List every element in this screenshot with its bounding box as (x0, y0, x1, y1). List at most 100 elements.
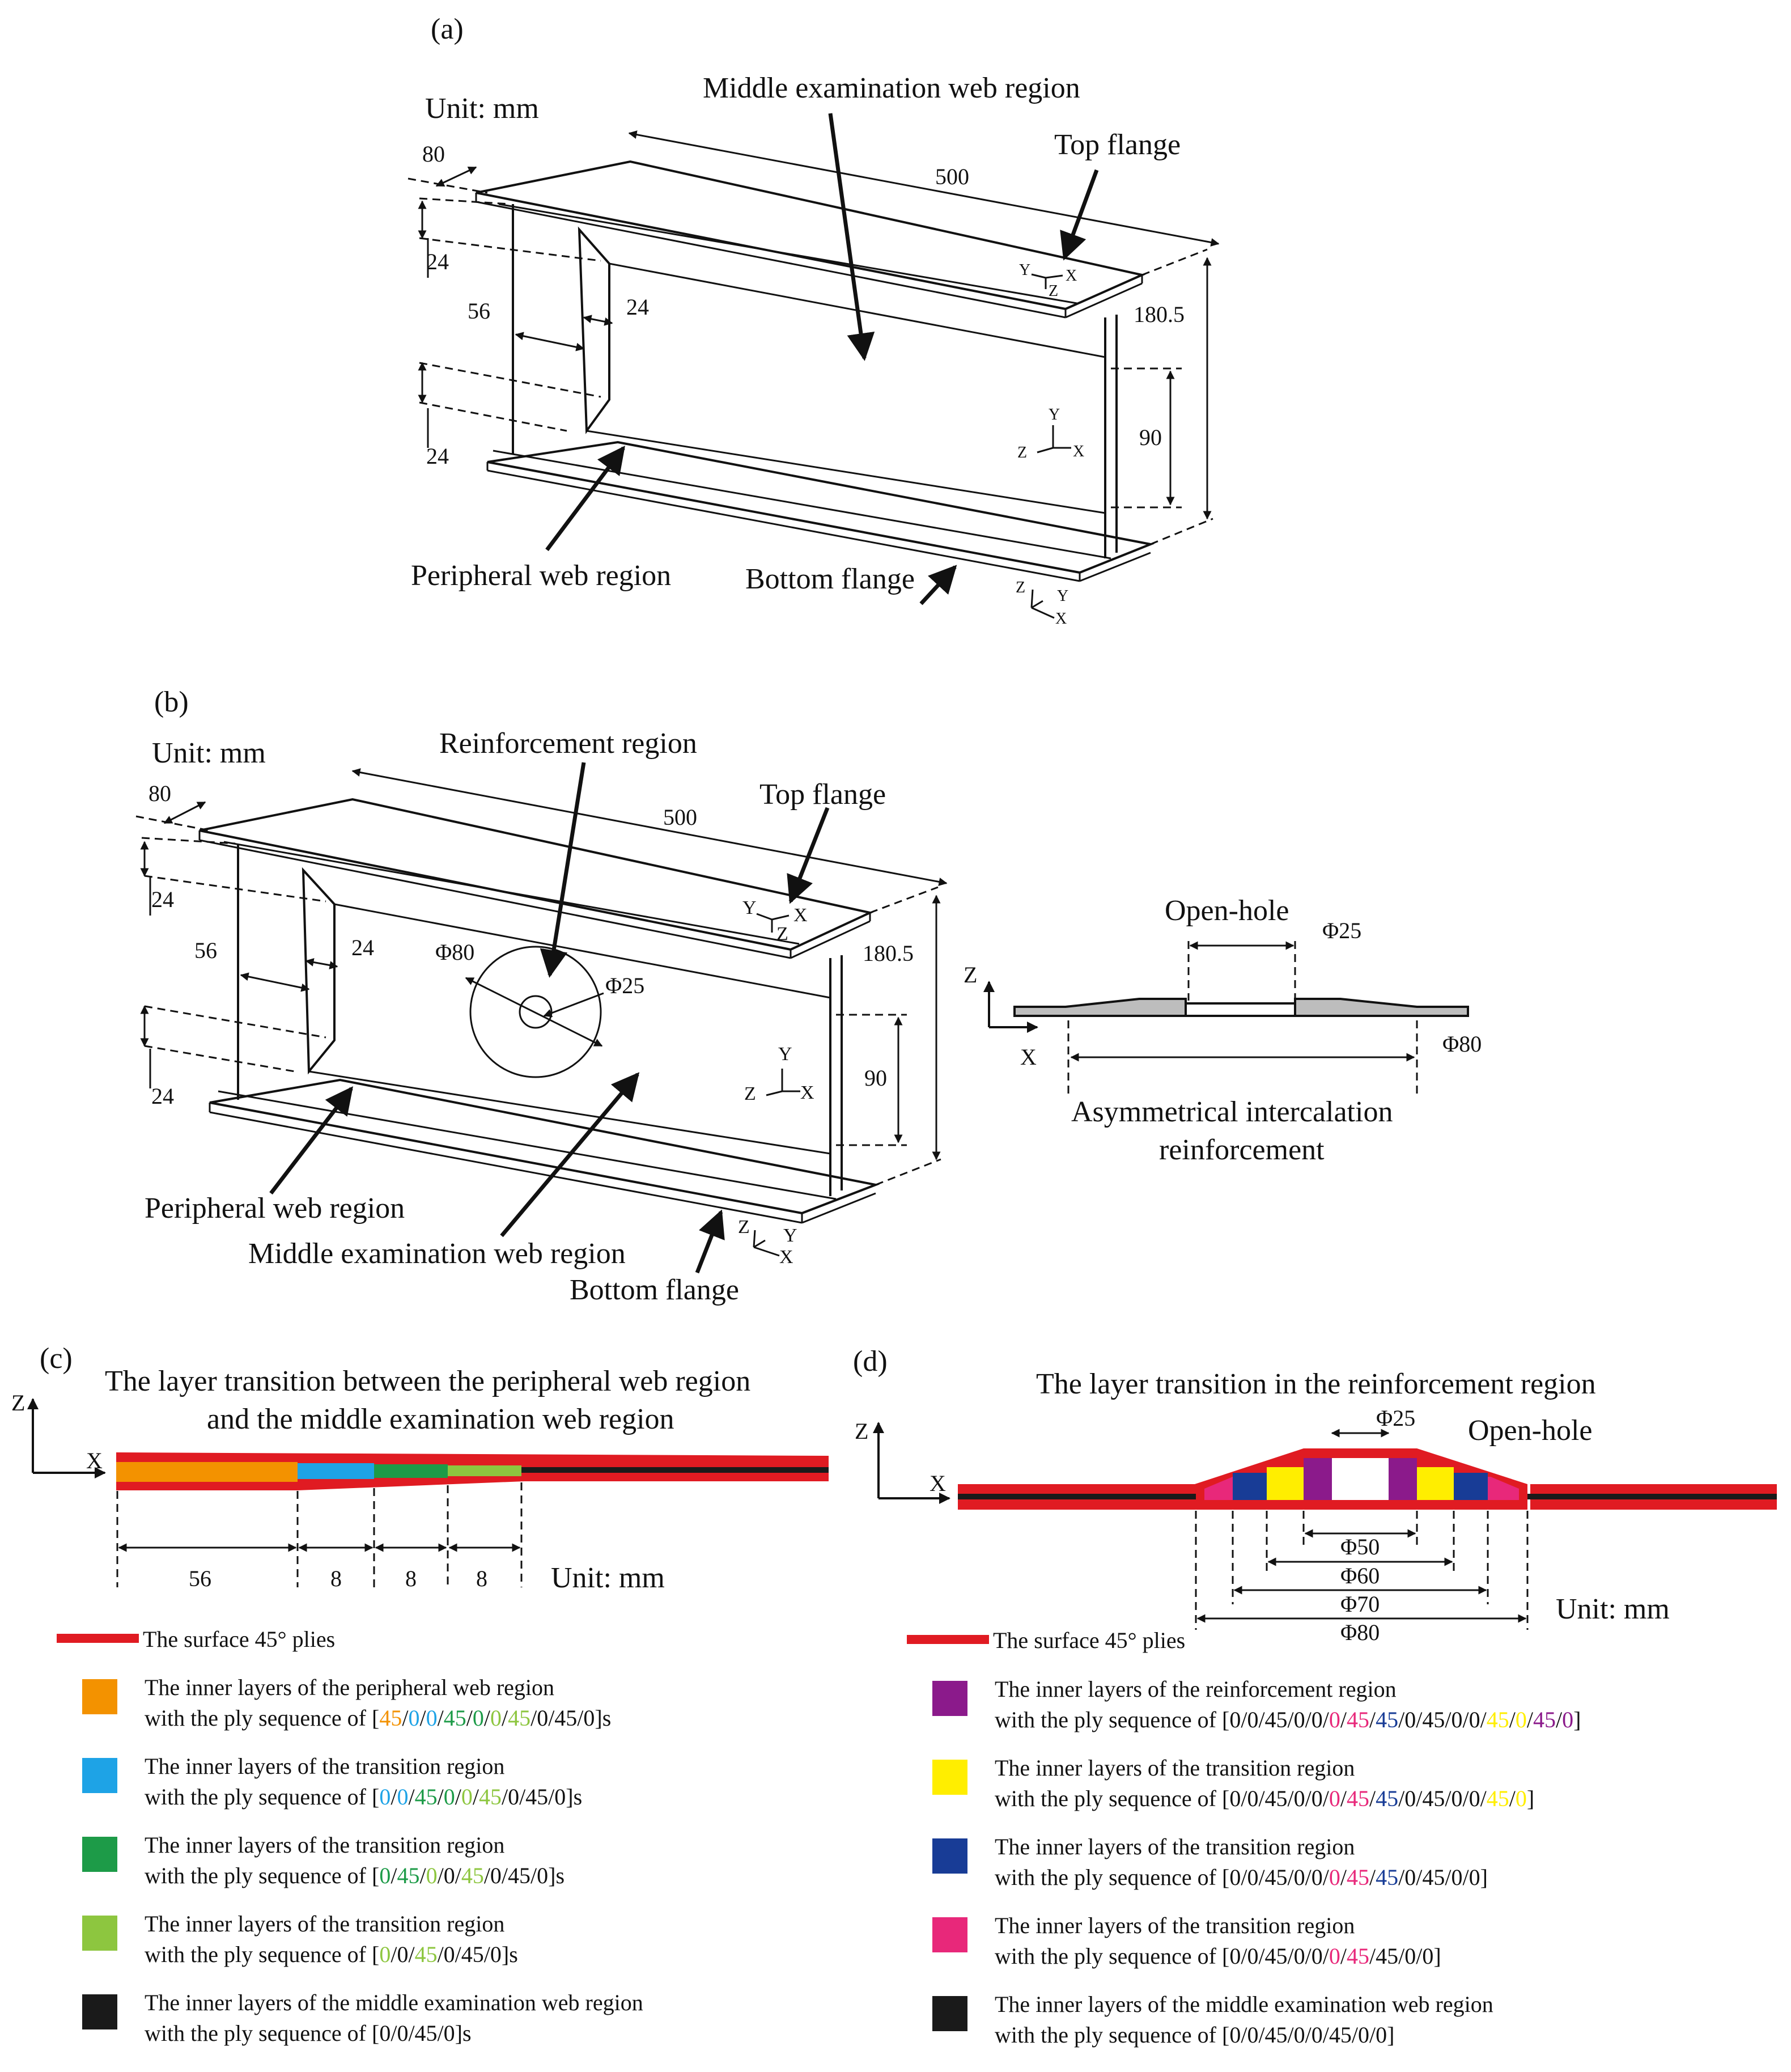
ply-token: 0 (408, 1705, 419, 1731)
ply-token: / (1369, 1865, 1376, 1890)
legend-ply-sequence: with the ply sequence of [0/45/0/0/45/0/… (145, 1863, 565, 1888)
ply-token: / (391, 1784, 397, 1810)
panel-d-laminate (958, 1448, 1777, 1510)
dim-56: 56 (468, 298, 490, 324)
ply-token: 45 (1347, 1865, 1369, 1890)
ply-token: 45 (1487, 1786, 1509, 1811)
ply-token: / (484, 1705, 491, 1731)
svg-text:Z: Z (1017, 444, 1027, 461)
ply-token: / (408, 1784, 415, 1810)
ply-prefix: with the ply sequence of [ (145, 2020, 379, 2046)
panel-a: (a) Unit: mm Middle examination web regi… (408, 13, 1220, 628)
panel-c-unit: Unit: mm (551, 1562, 665, 1594)
panel-d: (d) The layer transition in the reinforc… (853, 1345, 1777, 1645)
ply-token: 45 (1347, 1707, 1369, 1732)
legend-ply-sequence: with the ply sequence of [45/0/0/45/0/0/… (145, 1705, 611, 1731)
ply-prefix: with the ply sequence of [ (145, 1863, 379, 1888)
dim-b-80: 80 (148, 781, 171, 806)
ply-token: 0 (1329, 1707, 1340, 1732)
ply-token: 0 (461, 1784, 473, 1810)
top-flange-plate (476, 160, 1146, 311)
panel-c-dim-56: 56 (189, 1566, 211, 1591)
legend-swatch (932, 1838, 967, 1874)
legend-swatch (82, 1837, 117, 1872)
panel-c-dim-8b: 8 (405, 1566, 417, 1591)
section-axis-x: X (1020, 1044, 1037, 1070)
panel-c-title-line2: and the middle examination web region (207, 1403, 674, 1435)
dim-24-mid: 24 (626, 294, 649, 320)
ply-token: 45 (379, 1705, 402, 1731)
panel-a-top-flange-callout: Top flange (1054, 129, 1181, 161)
panel-c-black-layer (521, 1467, 829, 1473)
ply-token: 45 (1533, 1707, 1556, 1732)
ply-token: 45 (1376, 1865, 1398, 1890)
legend-swatch (82, 1916, 117, 1951)
dim-b-180-5: 180.5 (863, 940, 914, 966)
panel-d-title: The layer transition in the reinforcemen… (1036, 1368, 1596, 1400)
ply-token: 0 (379, 1863, 391, 1888)
svg-text:Z: Z (1049, 282, 1058, 300)
ply-token: 45 (479, 1784, 502, 1810)
panel-b-beam (135, 768, 948, 1224)
panel-d-purple-layer (1304, 1458, 1332, 1500)
legend-line1: The inner layers of the transition regio… (145, 1753, 504, 1779)
ply-suffix: ] (1573, 1707, 1581, 1732)
dim-b-24-bottom: 24 (151, 1083, 174, 1109)
ply-token: /0/45/0 (484, 1863, 548, 1888)
panel-a-triad-web: Y X Z (1017, 406, 1084, 461)
ply-suffix: ]s (566, 1784, 582, 1810)
legend-ply-sequence: with the ply sequence of [0/0/45/0/0/0/4… (995, 1707, 1581, 1732)
legend-ply-sequence: with the ply sequence of [0/0/45/0/0/45/… (145, 1784, 582, 1810)
legend-line1: The inner layers of the middle examinati… (995, 1992, 1493, 2017)
dim-90: 90 (1139, 425, 1162, 450)
legend-ply-sequence: with the ply sequence of [0/0/45/0/45/0]… (145, 1942, 518, 1967)
ply-token: 45 (415, 1784, 438, 1810)
ply-token: /45/0/0 (1369, 1943, 1433, 1969)
panel-b: (b) Unit: mm Reinforcement region Top fl… (135, 686, 1482, 1306)
legend-swatch (932, 1996, 967, 2031)
ply-token: / (455, 1784, 462, 1810)
dim-180-5: 180.5 (1134, 302, 1185, 327)
svg-text:X: X (1055, 610, 1067, 628)
legend-surface-swatch (57, 1634, 139, 1643)
panel-b-unit: Unit: mm (152, 737, 266, 769)
svg-text:X: X (779, 1247, 793, 1268)
panel-c-lime-layer (448, 1465, 521, 1476)
section-phi25: Φ25 (1322, 918, 1361, 943)
legend-swatch (932, 1681, 967, 1716)
section-caption-line1: Asymmetrical intercalation (1071, 1096, 1393, 1128)
legend-swatch (82, 1758, 117, 1793)
ply-token: 45 (461, 1863, 484, 1888)
legend-line1: The inner layers of the reinforcement re… (995, 1676, 1397, 1702)
ply-prefix: with the ply sequence of [ (995, 1707, 1229, 1732)
ply-token: 0 (1516, 1707, 1527, 1732)
ply-prefix: with the ply sequence of [ (145, 1784, 379, 1810)
ply-suffix: ] (1387, 2022, 1394, 2048)
ply-prefix: with the ply sequence of [ (995, 1865, 1229, 1890)
legend-line1: The inner layers of the transition regio… (995, 1755, 1355, 1781)
panel-c-axis-z: Z (11, 1390, 25, 1416)
panel-b-label: (b) (154, 686, 189, 718)
ply-token: /0/45/0 (502, 1784, 566, 1810)
panel-a-peripheral-callout: Peripheral web region (411, 560, 671, 592)
ply-token: 0 (1329, 1865, 1340, 1890)
ply-token: /0/45/0/0/ (1398, 1707, 1487, 1732)
cross-section-body (1013, 998, 1187, 1017)
ply-token: / (1340, 1943, 1347, 1969)
panel-c-green-layer (374, 1464, 448, 1478)
section-caption-line2: reinforcement (1159, 1134, 1325, 1166)
ply-token: /0/45/0/0 (1398, 1865, 1480, 1890)
ply-token: / (1509, 1786, 1516, 1811)
legend-line1: The inner layers of the transition regio… (995, 1834, 1355, 1859)
panel-b-triad-top: Y X Z (742, 897, 808, 944)
ply-token: 0 (379, 1942, 391, 1967)
panel-d-open-hole-label: Open-hole (1468, 1414, 1592, 1447)
svg-text:X: X (800, 1082, 814, 1103)
section-open-hole: Open-hole (1165, 895, 1289, 927)
legend-surface-label: The surface 45° plies (143, 1626, 335, 1652)
ply-token: 45 (444, 1705, 466, 1731)
ply-token: 0 (1562, 1707, 1573, 1732)
svg-text:Z: Z (744, 1083, 756, 1104)
ply-prefix: with the ply sequence of [ (145, 1705, 379, 1731)
dim-24-bottom: 24 (426, 443, 449, 469)
